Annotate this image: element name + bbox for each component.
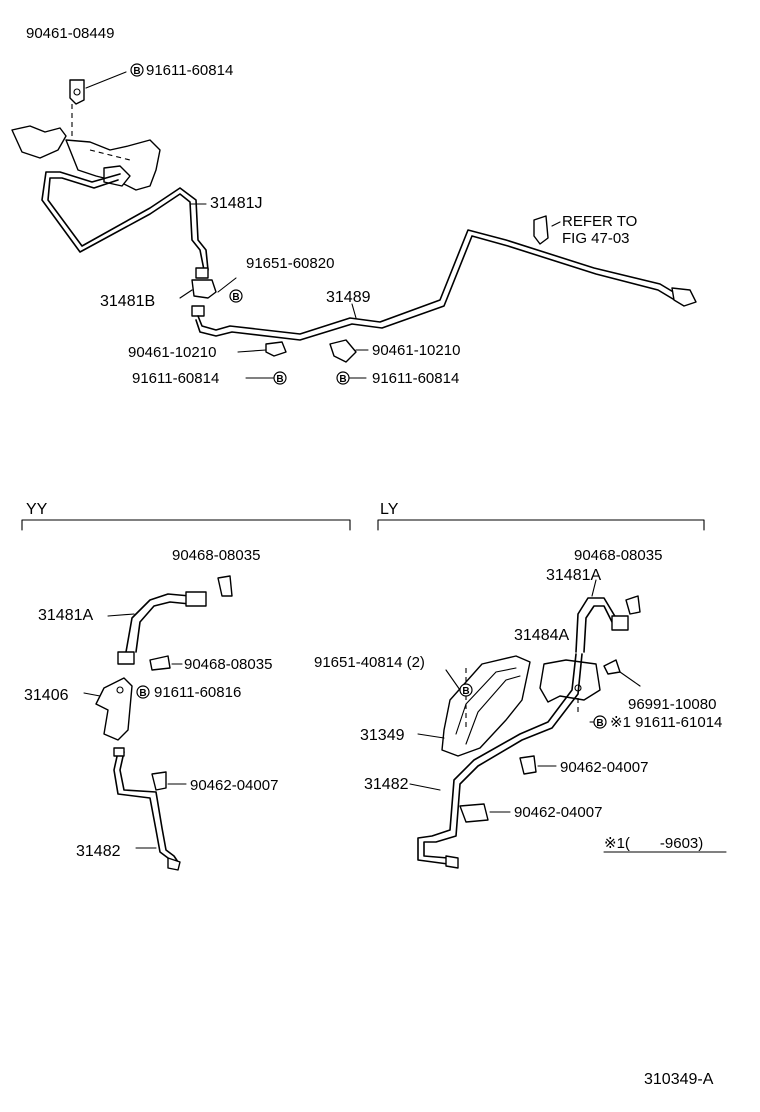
label-31489: 31489 <box>326 289 371 306</box>
svg-text:B: B <box>596 718 603 729</box>
svg-text:B: B <box>276 374 283 385</box>
clip-90461-10210-right <box>329 339 357 363</box>
leader-91651 <box>217 277 237 293</box>
label-90462-04007-ly-a: 90462-04007 <box>560 759 648 776</box>
label-96991-10080: 96991-10080 <box>628 696 716 713</box>
label-90462-04007-yy: 90462-04007 <box>190 777 278 794</box>
label-refer-fig: FIG 47-03 <box>562 230 630 247</box>
label-91611-60814-left: 91611-60814 <box>132 370 219 387</box>
bolt-marker-icon: B <box>593 715 607 729</box>
label-31349: 31349 <box>360 727 405 744</box>
flex-hose-31481A-ly-inner <box>583 605 613 653</box>
master-cylinder <box>11 125 161 191</box>
label-91611-60814-right: 91611-60814 <box>372 370 459 387</box>
label-31481A-yy: 31481A <box>38 607 93 624</box>
flex-hose-31481A-yy-inner <box>135 601 191 653</box>
label-90461-10210-right: 90461-10210 <box>372 342 460 359</box>
label-31481A-ly: 31481A <box>546 567 601 584</box>
brake-line-31489-inner <box>195 235 679 341</box>
clip-90462-04007-ly-b <box>459 803 489 823</box>
label-31482-yy: 31482 <box>76 843 121 860</box>
brake-line-31482-yy-inner <box>119 751 179 863</box>
svg-text:B: B <box>462 686 469 697</box>
section-bracket-ly <box>377 519 705 531</box>
clip-90468-08035-ly <box>625 595 641 615</box>
bracket-31406 <box>95 677 133 741</box>
svg-text:B: B <box>139 688 146 699</box>
hose-fitting <box>117 651 135 665</box>
end-fitting <box>671 287 697 307</box>
leader-31489 <box>351 303 357 319</box>
clip-90468-08035-yy-a <box>217 575 233 597</box>
bolt-marker-icon: B <box>130 63 144 77</box>
clip-96991-10080 <box>603 659 621 675</box>
bolt-marker-icon: B <box>273 371 287 385</box>
bolt-marker-icon: B <box>136 685 150 699</box>
flex-hose-31481A-yy <box>125 593 191 653</box>
label-91611-61014: ※1 91611-61014 <box>610 714 722 731</box>
leader <box>591 579 597 597</box>
clip-refer-fig <box>533 215 549 245</box>
label-90468-08035-ly: 90468-08035 <box>574 547 662 564</box>
clip-90468-08035-yy-b <box>149 655 171 671</box>
svg-text:B: B <box>232 292 239 303</box>
leader <box>417 733 445 739</box>
label-31481J: 31481J <box>210 195 263 212</box>
leader <box>409 783 441 791</box>
brake-line-31482-ly-inner <box>423 653 583 859</box>
brake-line-31481J-inner <box>47 177 209 271</box>
label-91651-60820: 91651-60820 <box>246 255 334 272</box>
leader <box>107 613 135 617</box>
section-bracket-yy <box>21 519 351 531</box>
label-90468-08035-yy-b: 90468-08035 <box>184 656 272 673</box>
leader-line <box>85 71 127 89</box>
hose-fitting <box>611 615 629 631</box>
brake-line-31482-yy <box>113 751 175 867</box>
section-header-yy: YY <box>26 501 48 518</box>
label-91611-60816: 91611-60816 <box>154 684 241 701</box>
leader <box>619 671 641 687</box>
svg-text:B: B <box>339 374 346 385</box>
label-refer-to: REFER TO <box>562 213 637 230</box>
clip-90461-08449 <box>69 79 85 105</box>
label-91611-60814: 91611-60814 <box>146 62 233 79</box>
leader <box>237 349 267 353</box>
line-fitting <box>113 747 125 757</box>
hose-fitting <box>185 591 207 607</box>
svg-text:B: B <box>133 66 140 77</box>
brake-line-31489 <box>197 229 681 335</box>
label-91651-40814: 91651-40814 (2) <box>314 654 425 671</box>
bolt-marker-icon: B <box>336 371 350 385</box>
bolt-marker-icon: B <box>229 289 243 303</box>
label-90461-08449: 90461-08449 <box>26 25 114 42</box>
union-31481B <box>191 267 217 317</box>
clip-90462-04007-yy <box>151 771 167 791</box>
label-31484A: 31484A <box>514 627 569 644</box>
label-90461-10210-left: 90461-10210 <box>128 344 216 361</box>
leader <box>445 669 461 691</box>
clip-90461-10210-left <box>265 341 287 357</box>
leader-31481B <box>179 289 193 299</box>
bracket-31484A <box>539 659 601 703</box>
label-90468-08035-yy-a: 90468-08035 <box>172 547 260 564</box>
flex-hose-31481A-ly <box>575 597 617 653</box>
label-note-1: ※1( -9603) <box>604 835 703 852</box>
label-31406: 31406 <box>24 687 69 704</box>
label-90462-04007-ly-b: 90462-04007 <box>514 804 602 821</box>
line-fitting <box>445 855 459 869</box>
clip-90462-04007-ly-a <box>519 755 537 775</box>
bolt-marker-icon: B <box>459 683 473 697</box>
bracket-31349 <box>441 655 531 757</box>
brake-line-31481J <box>41 171 205 271</box>
leader <box>551 221 561 227</box>
brake-line-31482-ly <box>417 653 577 865</box>
label-31482-ly: 31482 <box>364 776 409 793</box>
label-31481B: 31481B <box>100 293 155 310</box>
figure-code: 310349-A <box>644 1071 714 1088</box>
leader <box>83 692 101 697</box>
line-fitting <box>167 857 181 871</box>
section-header-ly: LY <box>380 501 399 518</box>
